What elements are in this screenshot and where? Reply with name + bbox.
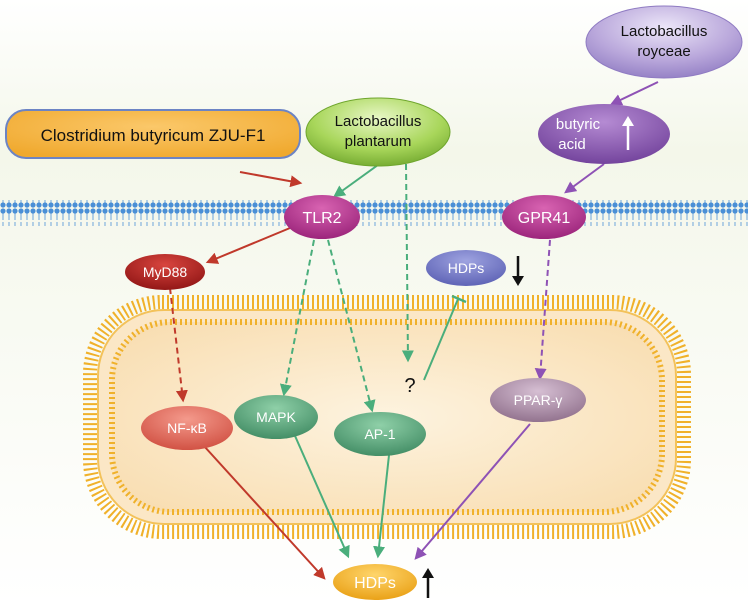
label-plantarum-line2: plantarum xyxy=(345,133,412,150)
arrow-myd88-nfkb xyxy=(169,287,188,403)
node-hdps-bottom: HDPs xyxy=(333,564,417,600)
arrow-butyric-gpr41 xyxy=(564,163,605,194)
label-gpr41: GPR41 xyxy=(518,210,571,227)
up-arrow-icon xyxy=(422,568,434,598)
label-tlr2: TLR2 xyxy=(302,210,341,227)
arrow-ppar-hdps xyxy=(414,423,531,560)
arrow-plantarum-tlr2 xyxy=(333,161,383,198)
label-plantarum-line1: Lactobacillus xyxy=(335,113,422,130)
arrow-gpr41-ppar xyxy=(534,239,551,381)
node-myd88: MyD88 xyxy=(125,254,205,290)
node-tlr2: TLR2 xyxy=(284,195,360,239)
inhibition-question-hdps xyxy=(423,294,467,381)
arrow-mapk-hdps xyxy=(287,419,350,559)
node-nfkb: NF-κB xyxy=(141,406,233,450)
label-ap1: AP-1 xyxy=(364,426,395,442)
arrow-royceae-butyric xyxy=(609,81,659,106)
label-myd88: MyD88 xyxy=(143,264,188,280)
node-lactobacillus-plantarum: Lactobacillus plantarum xyxy=(305,97,451,167)
node-ppar-gamma: PPAR-γ xyxy=(490,378,586,422)
label-mapk: MAPK xyxy=(256,409,296,425)
arrow-nfkb-hdps xyxy=(203,445,326,580)
plasma-membrane xyxy=(0,200,748,226)
arrow-plantarum-question xyxy=(401,163,414,363)
node-lactobacillus-royceae: Lactobacillus royceae xyxy=(585,5,743,79)
label-royceae-line1: Lactobacillus xyxy=(621,23,708,40)
label-royceae-line2: royceae xyxy=(637,43,690,60)
label-ppar: PPAR-γ xyxy=(514,392,563,408)
label-clostridium: Clostridium butyricum ZJU-F1 xyxy=(41,126,266,145)
label-nfkb: NF-κB xyxy=(167,420,207,436)
node-butyric-acid: butyric acid xyxy=(538,104,670,164)
node-ap1: AP-1 xyxy=(334,412,426,456)
arrow-clostridium-tlr2 xyxy=(239,171,303,188)
down-arrow-icon xyxy=(512,256,524,286)
label-unknown-mechanism: ? xyxy=(404,375,415,397)
node-clostridium: Clostridium butyricum ZJU-F1 xyxy=(5,109,301,159)
label-hdps-top: HDPs xyxy=(448,260,485,276)
node-hdps-top: HDPs xyxy=(426,250,506,286)
up-arrow-icon xyxy=(622,116,634,150)
label-butyric-line2: acid xyxy=(558,136,586,153)
label-butyric-line1: butyric xyxy=(556,116,601,133)
node-mapk: MAPK xyxy=(234,395,318,439)
label-hdps-bottom: HDPs xyxy=(354,575,396,592)
arrow-ap1-hdps xyxy=(373,445,391,559)
arrow-tlr2-mapk xyxy=(279,239,315,397)
node-gpr41: GPR41 xyxy=(502,195,586,239)
arrow-tlr2-myd88 xyxy=(205,227,291,264)
